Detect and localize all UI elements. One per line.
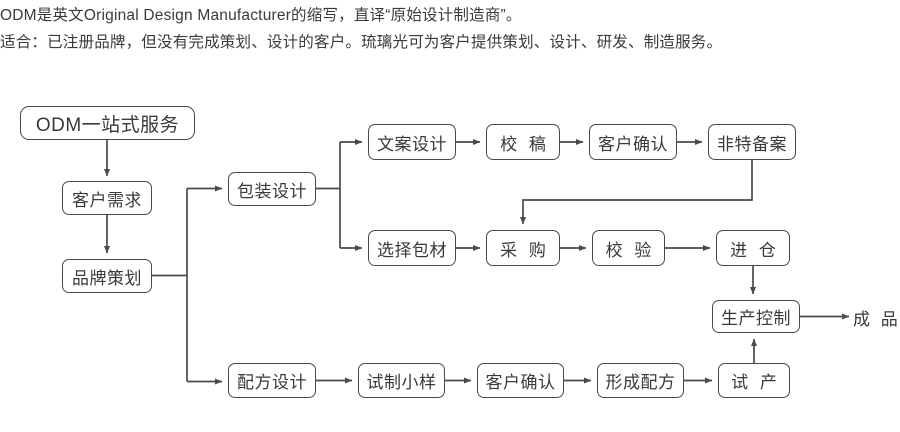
- node-brand-planning[interactable]: 品牌策划: [62, 259, 152, 293]
- node-customer-confirm-bottom[interactable]: 客户确认: [477, 363, 564, 398]
- node-warehousing[interactable]: 进 仓: [716, 230, 790, 266]
- label-finished-product: 成 品: [853, 309, 900, 329]
- node-customer-need[interactable]: 客户需求: [62, 181, 152, 215]
- node-form-formula[interactable]: 形成配方: [597, 363, 684, 398]
- node-trial-sample[interactable]: 试制小样: [358, 363, 445, 398]
- node-package-design[interactable]: 包装设计: [228, 172, 316, 206]
- intro-line-2: 适合：已注册品牌，但没有完成策划、设计的客户。琉璃光可为客户提供策划、设计、研发…: [0, 34, 723, 51]
- node-odm-service[interactable]: ODM一站式服务: [20, 106, 195, 140]
- node-formula-design[interactable]: 配方设计: [228, 363, 316, 398]
- node-production-control[interactable]: 生产控制: [712, 300, 800, 333]
- intro-line-1: ODM是英文Original Design Manufacturer的缩写，直译…: [0, 7, 522, 24]
- node-customer-confirm-top[interactable]: 客户确认: [589, 124, 677, 160]
- node-trial-production[interactable]: 试 产: [718, 363, 790, 398]
- node-inspection[interactable]: 校 验: [592, 230, 665, 266]
- node-select-material[interactable]: 选择包材: [368, 230, 456, 266]
- node-copy-design[interactable]: 文案设计: [368, 124, 456, 160]
- node-proofreading[interactable]: 校 稿: [486, 124, 560, 160]
- node-non-special-filing[interactable]: 非特备案: [708, 124, 796, 160]
- node-purchase[interactable]: 采 购: [486, 230, 560, 266]
